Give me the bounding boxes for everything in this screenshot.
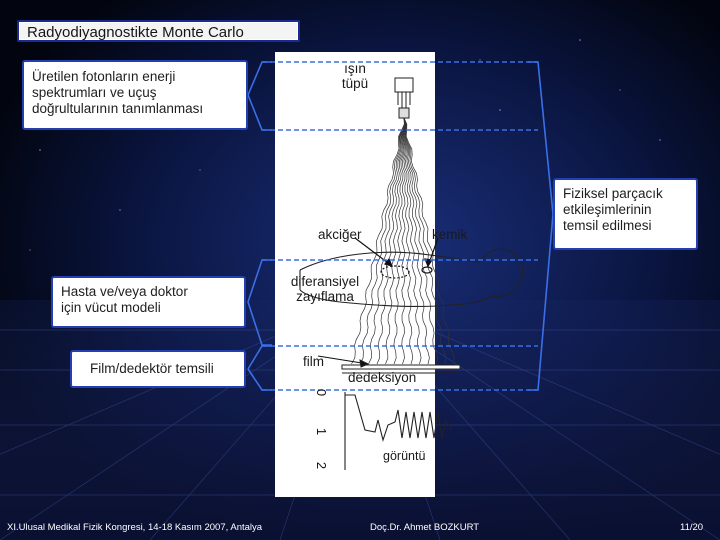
photon-ray bbox=[385, 117, 406, 365]
detection-label: dedeksiyon bbox=[348, 370, 417, 385]
photon-ray bbox=[401, 117, 406, 365]
physics-description-box: Fiziksel parçacık etkileşimlerinin temsi… bbox=[553, 178, 698, 250]
footer-conference: XI.Ulusal Medikal Fizik Kongresi, 14-18 … bbox=[7, 522, 263, 533]
photon-ray bbox=[359, 117, 405, 365]
axis-tick-0: 0 bbox=[314, 388, 330, 397]
photon-ray bbox=[393, 117, 406, 365]
lung-label: akciğer bbox=[318, 227, 362, 242]
patient-body-icon bbox=[299, 248, 524, 307]
film-label: film bbox=[303, 354, 324, 369]
photon-ray bbox=[402, 117, 414, 365]
photon-ray bbox=[403, 117, 447, 365]
spectrum-description-box: Üretilen fotonların enerji spektrumları … bbox=[22, 60, 248, 130]
photon-ray bbox=[351, 117, 405, 365]
footer-author: Doç.Dr. Ahmet BOZKURT bbox=[370, 522, 480, 533]
lung-pointer bbox=[354, 237, 393, 267]
bone-label: kemik bbox=[432, 227, 468, 242]
axis-tick-2: 2 bbox=[314, 461, 330, 470]
photon-ray bbox=[403, 117, 455, 365]
xray-tube-icon bbox=[394, 77, 414, 119]
diagram-panel bbox=[275, 52, 435, 497]
attenuation-label: diferansiyel zayıflama bbox=[290, 274, 360, 304]
tube-label: ışın tüpü bbox=[341, 61, 369, 91]
slide-title: Radyodiyagnostikte Monte Carlo bbox=[17, 20, 300, 42]
photon-ray bbox=[403, 117, 439, 365]
film-description-box: Film/dedektör temsili bbox=[70, 350, 246, 388]
lung-outline bbox=[380, 265, 410, 279]
photon-rays bbox=[351, 117, 455, 365]
body-model-description-box: Hasta ve/veya doktor için vücut modeli bbox=[51, 276, 246, 328]
image-label: görüntü bbox=[383, 449, 426, 463]
image-profile-graph bbox=[344, 392, 453, 470]
photon-ray bbox=[376, 117, 406, 365]
photon-ray bbox=[403, 117, 430, 365]
photon-ray bbox=[403, 117, 422, 365]
film-detector bbox=[317, 355, 461, 374]
photon-ray bbox=[368, 117, 406, 365]
footer-page-number: 11/20 bbox=[680, 522, 704, 533]
section-dividers bbox=[262, 61, 538, 391]
axis-tick-1: 1 bbox=[314, 427, 330, 436]
